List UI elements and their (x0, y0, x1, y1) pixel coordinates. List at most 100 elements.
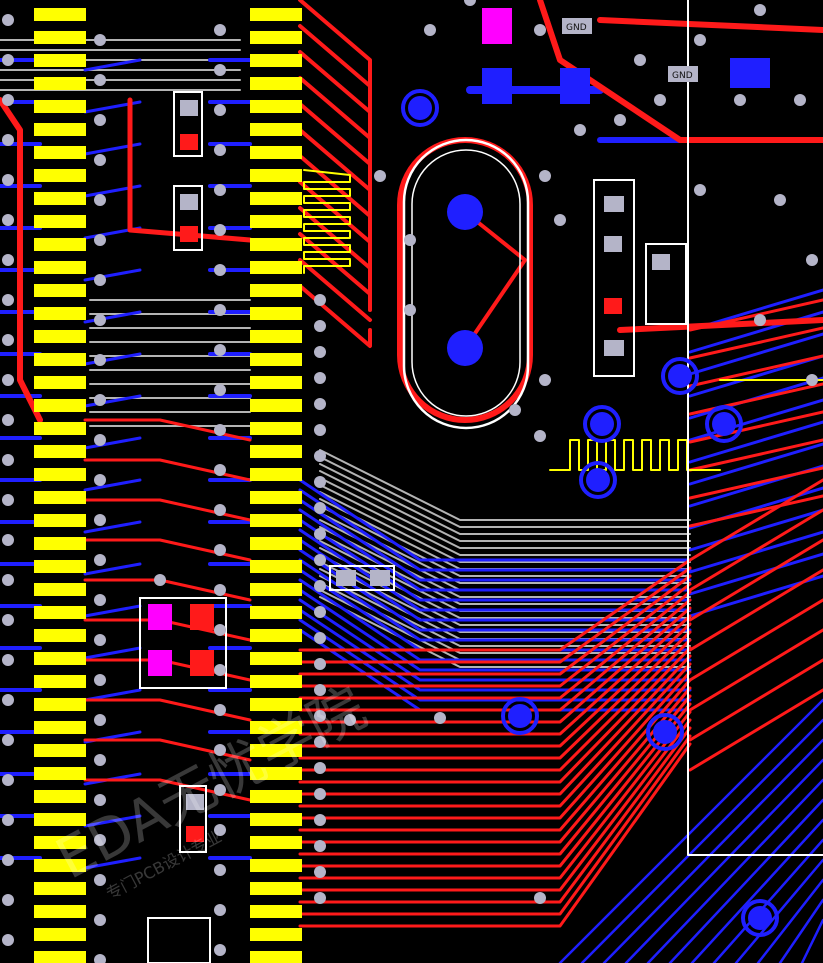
connector-pad (250, 560, 302, 573)
via (314, 320, 326, 332)
bottom-trace (298, 558, 692, 642)
via (94, 594, 106, 606)
via (2, 854, 14, 866)
via (2, 294, 14, 306)
top-trace (688, 658, 823, 742)
top-trace (298, 694, 692, 856)
connector-pad (250, 54, 302, 67)
connector-pad (34, 284, 86, 297)
serpentine-trace (549, 439, 721, 471)
top-trace (298, 574, 692, 676)
connector-pad (250, 767, 302, 780)
connector-pad (34, 146, 86, 159)
via (94, 154, 106, 166)
connector-pad (34, 744, 86, 757)
via-ring (579, 461, 617, 499)
connector-pad (250, 652, 302, 665)
top-trace (298, 258, 372, 322)
inner-trace (319, 484, 691, 556)
via (539, 374, 551, 386)
via (2, 374, 14, 386)
via (214, 224, 226, 236)
via (214, 624, 226, 636)
connector-pad (250, 744, 302, 757)
top-trace (688, 354, 823, 388)
connector-pad (34, 629, 86, 642)
bottom-trace (83, 688, 142, 702)
top-trace (127, 97, 253, 243)
top-trace (688, 478, 823, 562)
bottom-trace (298, 508, 692, 592)
via (314, 554, 326, 566)
via (634, 54, 646, 66)
bottom-trace (83, 436, 142, 450)
top-trace (688, 494, 823, 528)
top-trace (298, 686, 692, 844)
via (748, 906, 772, 930)
via (2, 534, 14, 546)
via (94, 474, 106, 486)
via (344, 714, 356, 726)
via (806, 374, 818, 386)
top-trace (298, 630, 692, 760)
connector-pad (250, 905, 302, 918)
component-silk-outline (147, 917, 211, 963)
via (94, 754, 106, 766)
small-pad (604, 196, 624, 212)
via (214, 504, 226, 516)
via (314, 840, 326, 852)
blue-pad (482, 68, 512, 104)
top-trace (298, 590, 692, 700)
top-trace (298, 710, 692, 880)
via (214, 64, 226, 76)
via (94, 874, 106, 886)
via (94, 274, 106, 286)
via (2, 94, 14, 106)
via (424, 24, 436, 36)
top-trace (298, 646, 692, 784)
bottom-trace (298, 608, 692, 692)
via (94, 354, 106, 366)
bottom-trace (83, 352, 142, 366)
connector-pad (250, 330, 302, 343)
bottom-trace (688, 354, 823, 398)
top-trace (688, 438, 823, 472)
inner-trace (319, 449, 691, 521)
gnd-label-1: GND (562, 18, 592, 34)
via (314, 476, 326, 488)
bottom-trace (688, 332, 823, 376)
via (2, 734, 14, 746)
connector-pad (34, 238, 86, 251)
via (434, 712, 446, 724)
bottom-trace (778, 898, 823, 963)
connector-pad (34, 31, 86, 44)
component-silk-outline (593, 179, 635, 377)
via (214, 104, 226, 116)
via (694, 184, 706, 196)
bottom-trace (298, 478, 692, 562)
connector-pad (250, 215, 302, 228)
via-ring (705, 405, 743, 443)
connector-pad (250, 192, 302, 205)
bottom-trace (688, 530, 823, 574)
connector-pad (250, 399, 302, 412)
connector-pad (250, 100, 302, 113)
bottom-trace (688, 508, 823, 552)
bottom-trace (602, 738, 823, 963)
via (214, 784, 226, 796)
bottom-trace (624, 758, 823, 963)
inner-trace (319, 456, 691, 528)
small-pad (604, 340, 624, 356)
inner-trace (319, 477, 691, 549)
top-trace (688, 628, 823, 712)
via (654, 94, 666, 106)
bottom-trace (298, 518, 692, 602)
serpentine-traces (303, 169, 823, 471)
top-trace (298, 742, 692, 928)
connector-pad (34, 215, 86, 228)
top-trace (298, 734, 692, 916)
via (314, 424, 326, 436)
connector-pad (34, 537, 86, 550)
via (2, 694, 14, 706)
